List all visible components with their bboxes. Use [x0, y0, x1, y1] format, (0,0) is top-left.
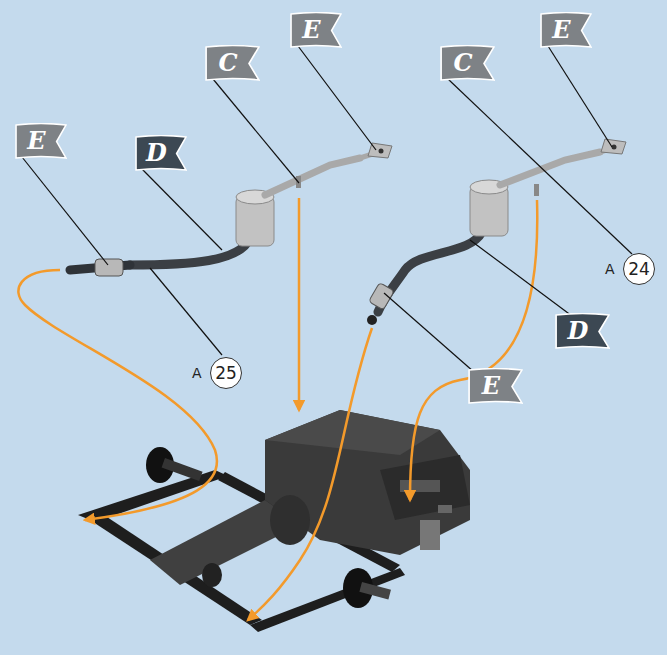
part-flag: D [555, 313, 610, 349]
callout-number: 25 [215, 365, 237, 382]
flag-outline [556, 314, 609, 348]
part-flag: C [205, 45, 260, 81]
callout-heading: A [605, 262, 615, 276]
flag-letter: E [482, 374, 509, 398]
flag-outline [291, 13, 341, 47]
part-flag: E [15, 123, 67, 159]
part-flag: E [540, 12, 592, 48]
callout-circle: A25 [210, 357, 242, 389]
flag-outline [541, 13, 591, 47]
part-flag: C [440, 45, 495, 81]
leader-lines [22, 46, 632, 372]
flag-letter: D [146, 141, 176, 165]
flag-letter: E [302, 18, 329, 42]
callout-number: 24 [628, 261, 650, 278]
callout-heading: A [192, 366, 202, 380]
flag-outline [16, 124, 66, 158]
flag-outline [136, 136, 186, 170]
part-flag: D [135, 135, 187, 171]
right-lever-assembly [367, 139, 626, 325]
flag-letter: D [568, 319, 598, 343]
flag-outline [469, 369, 522, 403]
left-lever-assembly [70, 143, 392, 276]
part-flag: E [290, 12, 342, 48]
part-flag: E [468, 368, 523, 404]
flag-letter: E [552, 18, 579, 42]
flag-letter: C [218, 51, 246, 75]
callout-circle: A24 [623, 253, 655, 285]
flag-letter: C [453, 51, 481, 75]
flag-outline [441, 46, 494, 80]
assembly-arrows [18, 198, 537, 620]
flag-letter: E [27, 129, 54, 153]
chassis [78, 410, 470, 632]
flag-outline [206, 46, 259, 80]
